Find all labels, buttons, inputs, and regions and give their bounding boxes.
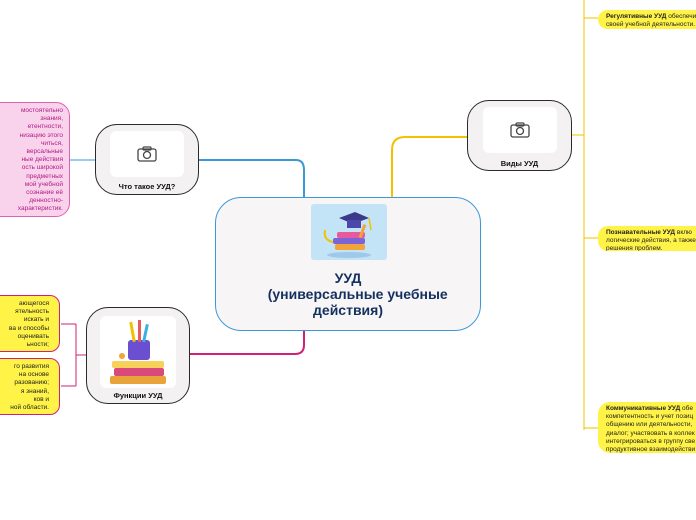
central-title: УУД (универсальные учебные действия) bbox=[267, 270, 448, 318]
note-regulative-title: Регулятивные УУД bbox=[606, 13, 667, 20]
camera-icon bbox=[110, 131, 184, 177]
note-function-2-text: го развития на основе разованию; я знани… bbox=[10, 363, 49, 412]
note-cognitive[interactable]: Познавательные УУД вклю логические дейст… bbox=[598, 226, 696, 251]
topic-functions-uud[interactable]: Функции УУД bbox=[86, 307, 190, 404]
note-regulative-text: обеспечи своей учебной деятельности. bbox=[606, 13, 696, 29]
central-topic[interactable]: УУД (универсальные учебные действия) bbox=[215, 197, 481, 331]
stationery-books-icon bbox=[100, 316, 176, 388]
note-what-text: мостоятельно знания, етентности, низацию… bbox=[17, 107, 63, 213]
connector-functions bbox=[190, 331, 305, 355]
note-cognitive-text: вклю логические действия, а также решени… bbox=[606, 229, 696, 251]
note-function-1-text: ающегося ятельность искать и ва и способ… bbox=[9, 300, 49, 349]
note-communicative[interactable]: Коммуникативные УУД обе компетентность и… bbox=[598, 402, 696, 453]
connector-functions-notes bbox=[61, 323, 86, 387]
note-communicative-text: обе компетентность и учет позиц общению … bbox=[606, 405, 696, 453]
topic-functions-label: Функции УУД bbox=[113, 391, 163, 400]
topic-kinds-label: Виды УУД bbox=[500, 159, 539, 168]
topic-what-is-uud[interactable]: Что такое УУД? bbox=[95, 124, 199, 195]
topic-kinds-uud[interactable]: Виды УУД bbox=[467, 100, 572, 171]
note-function-1[interactable]: ающегося ятельность искать и ва и способ… bbox=[0, 295, 60, 352]
topic-what-label: Что такое УУД? bbox=[118, 182, 176, 191]
connector-what bbox=[199, 159, 305, 197]
note-function-2[interactable]: го развития на основе разованию; я знани… bbox=[0, 358, 60, 415]
note-cognitive-title: Познавательные УУД bbox=[606, 229, 676, 236]
camera-icon bbox=[483, 107, 557, 153]
note-regulative[interactable]: Регулятивные УУД обеспечи своей учебной … bbox=[598, 10, 696, 29]
note-communicative-title: Коммуникативные УУД bbox=[606, 405, 681, 412]
note-what-definition[interactable]: мостоятельно знания, етентности, низацию… bbox=[0, 102, 70, 217]
graduation-cap-icon bbox=[311, 204, 387, 260]
connector-kinds-list bbox=[572, 0, 598, 430]
connector-kinds bbox=[391, 136, 467, 197]
